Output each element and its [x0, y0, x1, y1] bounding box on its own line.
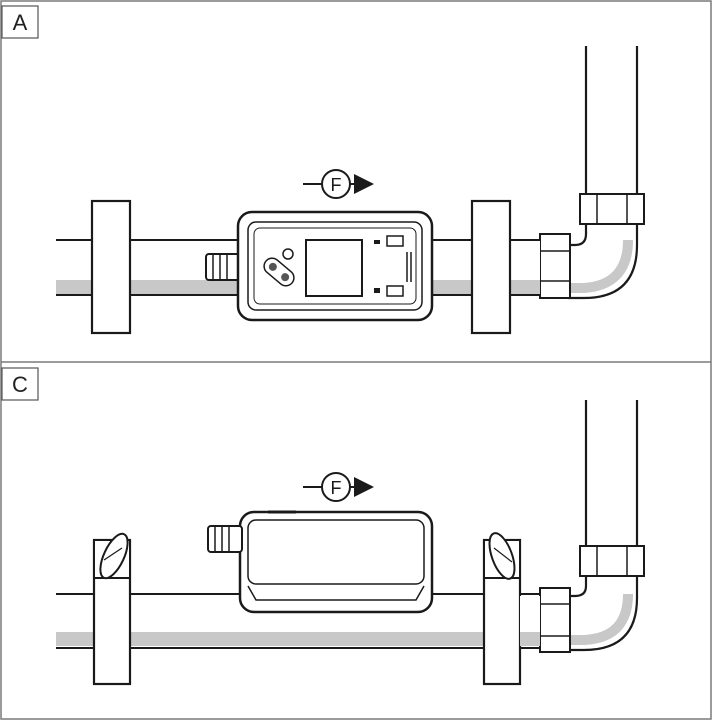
panel-c-left-clamp	[92, 532, 132, 686]
panel-c-cable-gland	[207, 525, 243, 553]
panel-a-left-flange	[90, 199, 132, 335]
panel-a-display	[305, 239, 363, 297]
panel-a-button-indicator-bottom	[374, 288, 380, 293]
panel-a-flow-indicator: F	[303, 169, 374, 199]
panel-c-pipe	[56, 593, 546, 649]
panel-c-elbow	[520, 400, 645, 653]
panel-a-elbow	[512, 46, 645, 300]
panel-c-flow-sensor	[238, 510, 434, 614]
panel-a-right-flange	[470, 199, 512, 335]
panel-a-label: A	[13, 10, 28, 35]
panel-a-cable-gland	[205, 253, 241, 281]
panel-a-label-box: A	[1, 5, 39, 39]
panel-a-button-bottom	[386, 285, 404, 297]
panel-a-led	[282, 248, 294, 260]
panel-c-label-box: C	[1, 367, 39, 401]
panel-a-adjust-screws	[263, 257, 295, 287]
panel-a-flow-sensor	[236, 210, 434, 322]
panel-c-label: C	[12, 372, 28, 397]
panel-c-right-clamp	[482, 532, 522, 686]
panel-a-button-top	[386, 235, 404, 247]
panel-a: A F	[1, 5, 645, 335]
panel-a-flow-symbol: F	[331, 175, 342, 195]
panel-c-flow-symbol: F	[331, 478, 342, 498]
panel-a-button-indicator-top	[374, 240, 380, 244]
panel-c: C F	[1, 367, 645, 686]
panel-c-flow-indicator: F	[303, 472, 374, 502]
